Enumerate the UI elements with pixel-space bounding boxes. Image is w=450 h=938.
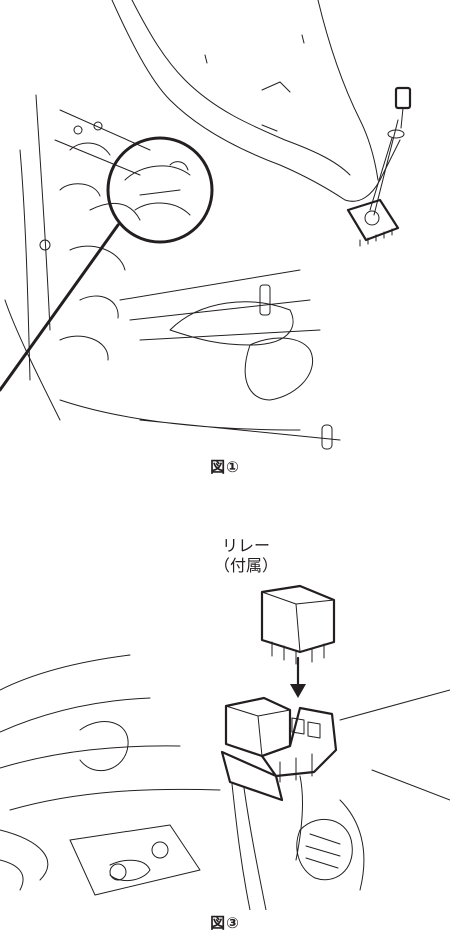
round-connector <box>296 818 353 881</box>
right-frame <box>339 689 450 891</box>
bottom-screw-1 <box>109 863 127 881</box>
bottom-components <box>69 824 201 896</box>
detail-circle <box>106 136 214 244</box>
figure-3-caption: 図③ <box>210 914 240 932</box>
harness-wires <box>231 775 303 910</box>
bottom-screw-2 <box>151 841 169 859</box>
tank-right-edge <box>317 0 379 181</box>
detail-parts <box>124 161 191 216</box>
relay-label-line1: リレー <box>221 536 270 555</box>
relay-top-edge <box>261 591 335 653</box>
frame-left <box>0 654 221 811</box>
relay-socket <box>260 706 338 778</box>
installed-relay-edge <box>225 705 291 757</box>
tank-outline <box>111 0 401 202</box>
relay-body <box>260 584 336 654</box>
bolt-guide-line <box>369 119 399 216</box>
bolt-head <box>394 86 412 110</box>
tank-marks <box>204 34 305 132</box>
insert-arrow-head <box>290 684 306 698</box>
relay-pins <box>271 641 325 665</box>
socket-details <box>279 717 321 783</box>
connector-ribs <box>305 833 341 869</box>
relay-label: リレー （付属） <box>196 536 296 576</box>
tube-lower <box>0 829 49 891</box>
screw-2 <box>93 121 103 131</box>
screw-1 <box>73 125 83 135</box>
motorcycle-underseat-drawing <box>0 0 412 450</box>
figure-1-illustration <box>0 0 450 450</box>
leader-line <box>0 223 120 392</box>
cable-loop <box>79 721 129 772</box>
spacer-post <box>321 424 333 450</box>
wiring-harness <box>169 301 294 346</box>
relay-installation-drawing <box>0 584 450 910</box>
frame-rails <box>54 109 321 341</box>
bolt-post <box>259 284 271 316</box>
tank-inner-outline <box>131 0 351 176</box>
washer <box>387 129 405 139</box>
bracket <box>346 198 400 242</box>
battery-outline <box>244 337 314 401</box>
bottom-structure <box>59 399 341 441</box>
figure-1-caption: 図① <box>210 458 240 476</box>
figure-3-illustration <box>0 500 450 910</box>
engine-parts <box>59 142 141 361</box>
installed-relay <box>224 696 292 758</box>
bracket-teeth <box>359 228 393 247</box>
bolt-shaft <box>400 107 404 129</box>
bracket-nut <box>364 210 380 226</box>
screw-3 <box>39 239 51 251</box>
relay-label-line2: （付属） <box>213 556 278 575</box>
socket-bracket <box>220 750 284 802</box>
